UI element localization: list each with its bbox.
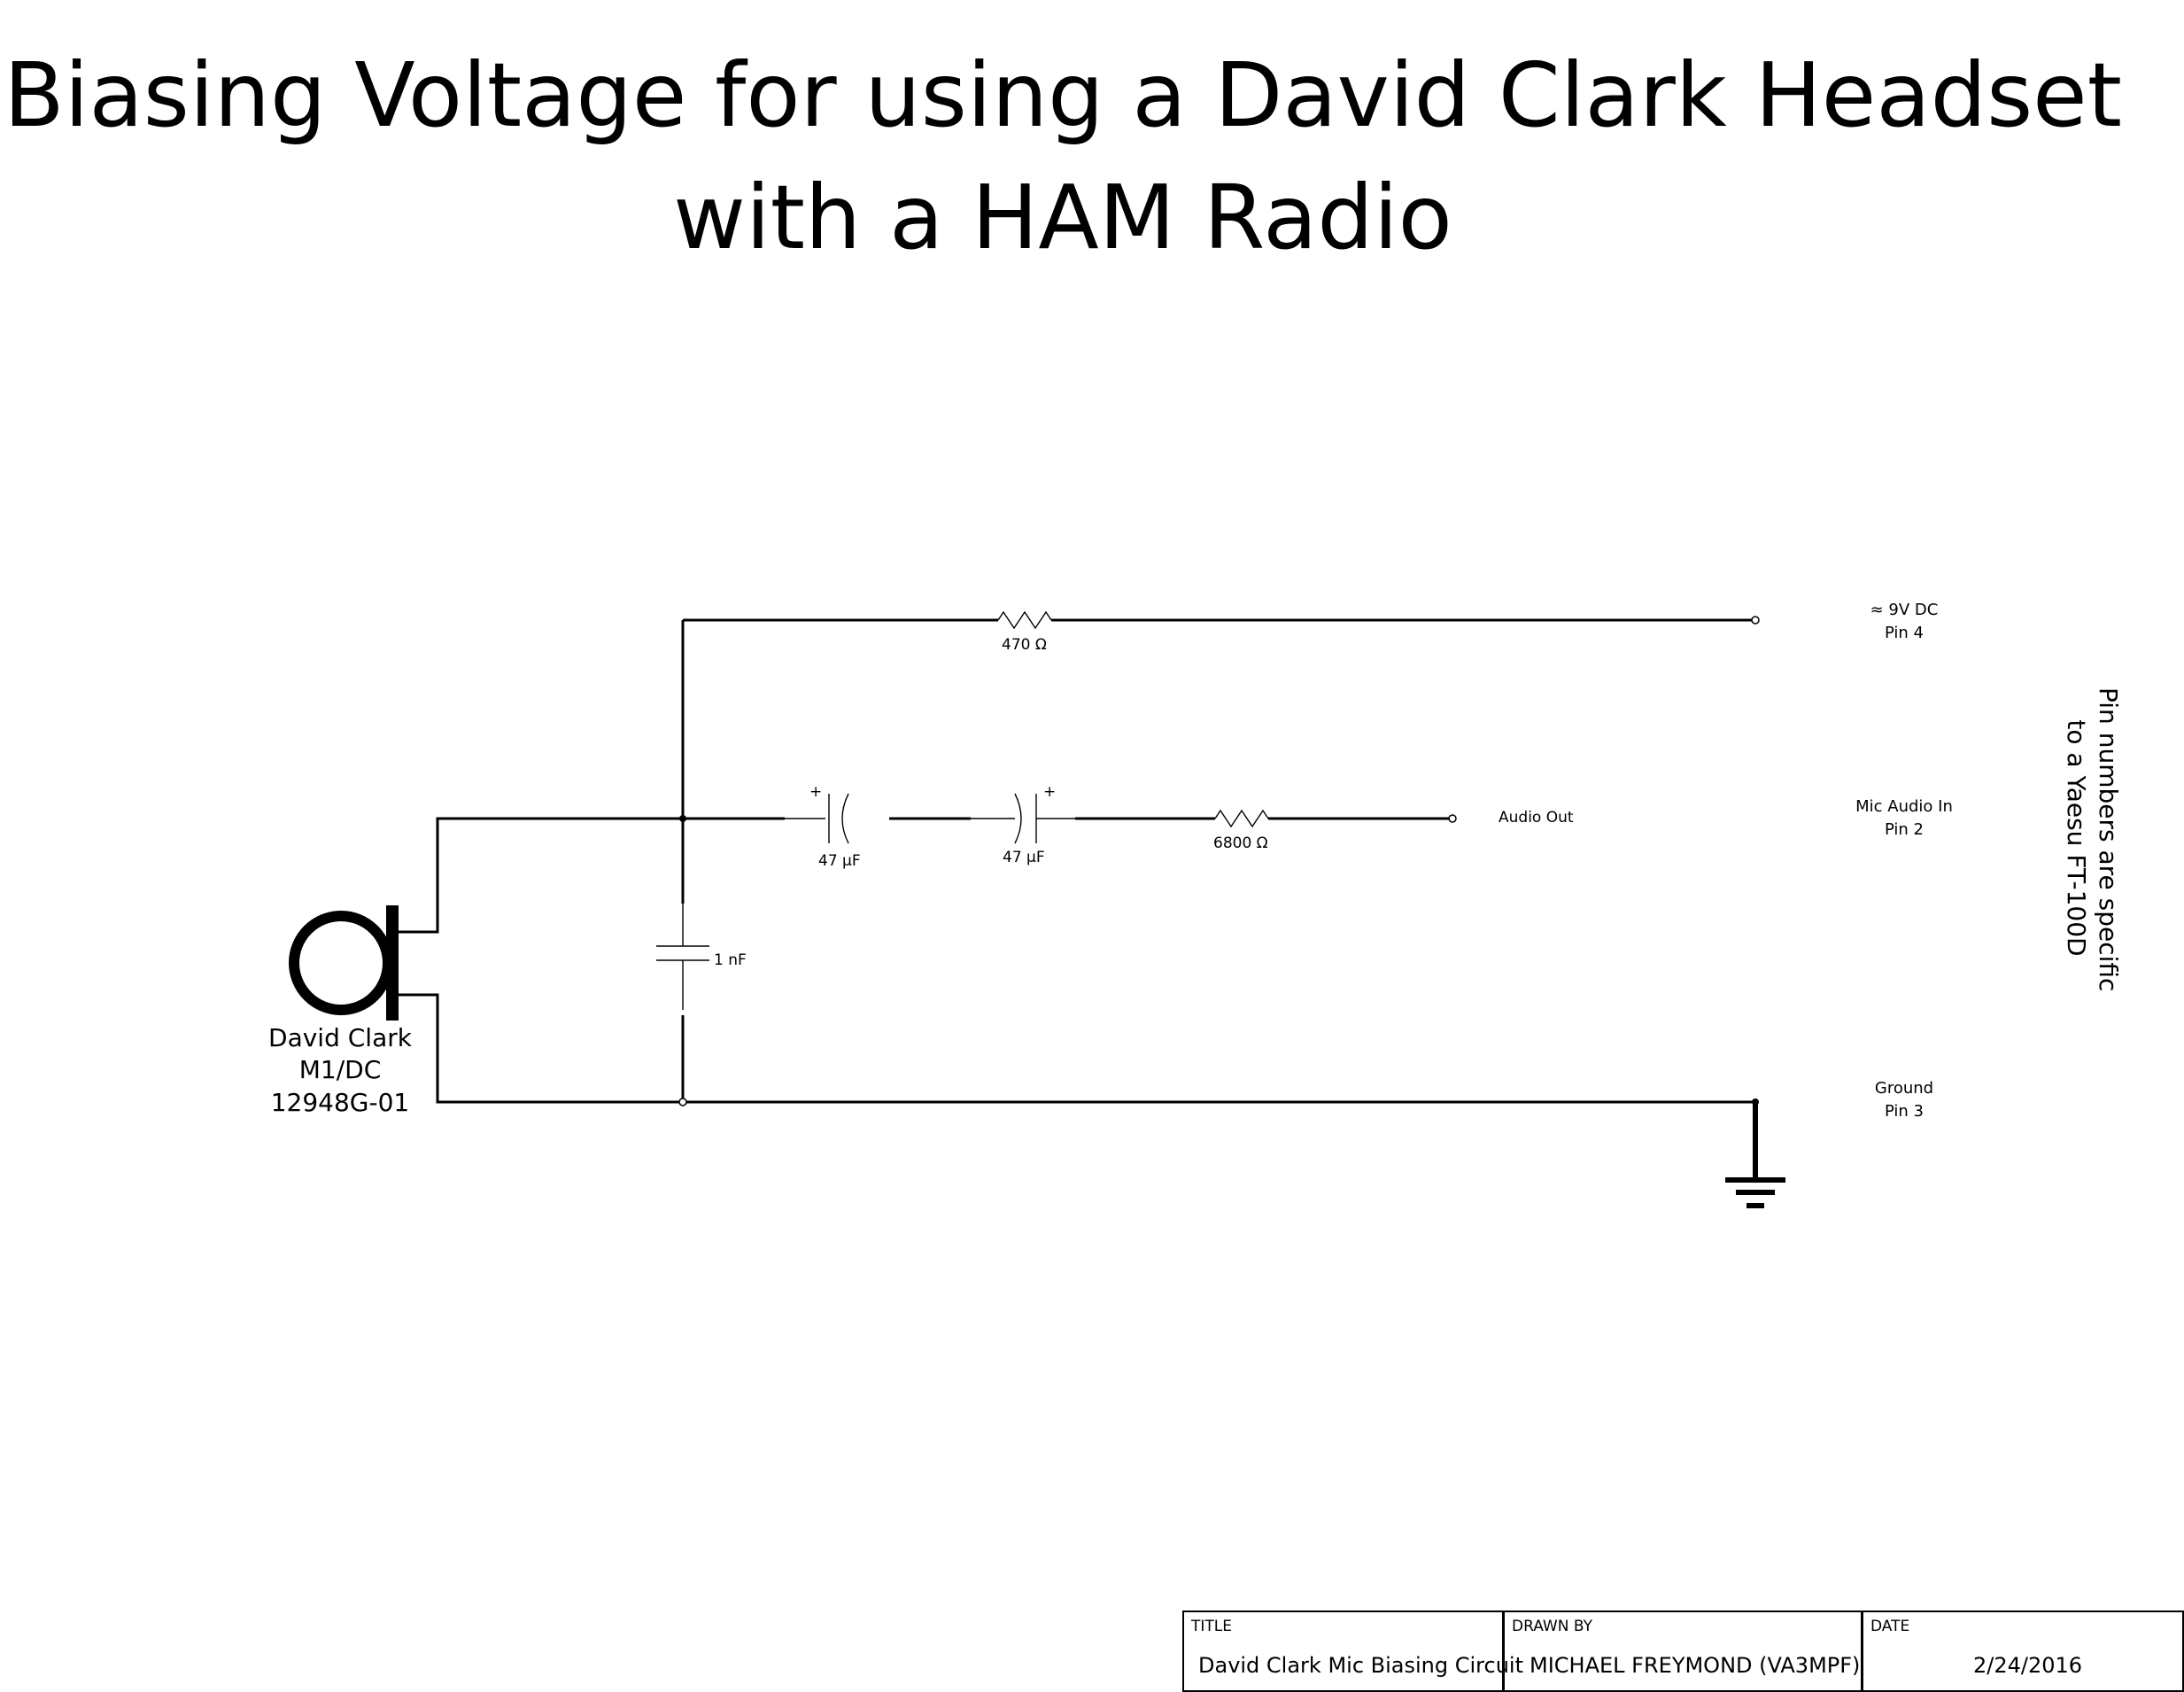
pin-ground-number: Pin 3 — [1884, 1102, 1925, 1122]
audio-out-label: Audio Out — [1499, 809, 1574, 827]
pin-mic-label: Mic Audio In Pin 2 — [1842, 796, 1966, 842]
wire-ground-rail — [392, 993, 1755, 1104]
terminal-audio-out — [1448, 814, 1457, 823]
capacitor-2-curve — [1014, 793, 1022, 844]
pin-mic-name: Mic Audio In — [1855, 797, 1953, 816]
resistor-6800 — [1214, 809, 1269, 828]
title-block-title-value: David Clark Mic Biasing Circuit — [1198, 1653, 1523, 1678]
pin-mic-number: Pin 2 — [1884, 820, 1925, 840]
resistor-470 — [997, 610, 1052, 630]
pin-9v-label: ≈ 9V DC Pin 4 — [1851, 599, 1957, 645]
title-block-title-cell: TITLE David Clark Mic Biasing Circuit — [1182, 1611, 1523, 1692]
capacitor-2-label: 47 µF — [1003, 849, 1045, 866]
capacitor-1-label: 47 µF — [818, 852, 861, 870]
pin-9v-name: ≈ 9V DC — [1870, 601, 1939, 619]
capacitor-1-curve — [841, 793, 849, 844]
microphone-label: David Clark M1/DC 12948G-01 — [260, 1022, 420, 1119]
junction-dot — [679, 815, 686, 822]
microphone-label-line-2: M1/DC — [298, 1055, 382, 1085]
side-note-line-1: Pin numbers are specific — [2094, 687, 2123, 992]
title-block-date-value: 2/24/2016 — [1973, 1653, 2083, 1678]
wire-mic-upper — [392, 817, 683, 934]
pin-ground-label: Ground Pin 3 — [1851, 1077, 1957, 1123]
junction-dot-open — [678, 1098, 687, 1106]
microphone-label-line-1: David Clark — [268, 1023, 412, 1052]
diagram-title-line-2: with a HAM Radio — [673, 166, 1452, 269]
title-block-drawn-header: DRAWN BY — [1512, 1618, 1592, 1635]
diagram-title-line-1: Biasing Voltage for using a David Clark … — [4, 43, 2122, 147]
resistor-470-label: 470 Ω — [1002, 636, 1047, 654]
resistor-6800-label: 6800 Ω — [1213, 834, 1268, 852]
microphone-label-line-3: 12948G-01 — [270, 1087, 410, 1117]
capacitor-2-polarity: + — [1043, 783, 1057, 801]
terminal-9v — [1751, 616, 1760, 625]
capacitor-shunt-label: 1 nF — [714, 951, 747, 969]
microphone-icon — [289, 911, 393, 1015]
title-block-date-cell: DATE 2/24/2016 — [1862, 1611, 2184, 1692]
pin-ground-name: Ground — [1874, 1079, 1934, 1098]
side-note-line-2: to a Yaesu FT-100D — [2061, 719, 2091, 957]
title-block-drawn-cell: DRAWN BY MICHAEL FREYMOND (VA3MPF) — [1503, 1611, 1863, 1692]
pin-9v-number: Pin 4 — [1884, 624, 1925, 643]
side-note: Pin numbers are specific to a Yaesu FT-1… — [2053, 687, 2124, 992]
title-block-drawn-value: MICHAEL FREYMOND (VA3MPF) — [1530, 1653, 1861, 1678]
title-block-title-header: TITLE — [1191, 1618, 1232, 1635]
title-block-date-header: DATE — [1870, 1618, 1910, 1635]
capacitor-1-polarity: + — [809, 783, 823, 801]
